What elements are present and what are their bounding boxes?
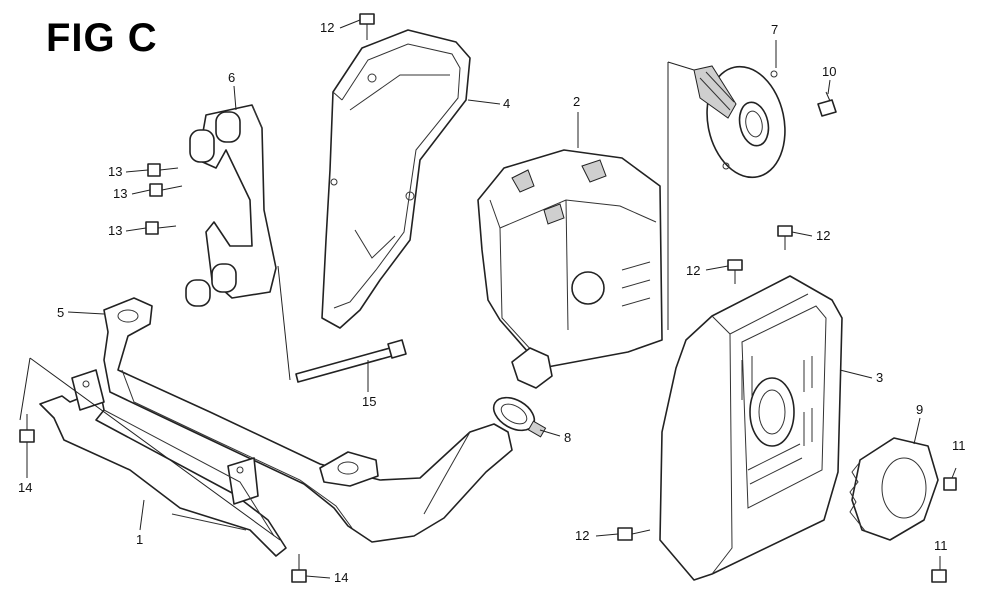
bolt-13-c	[145, 221, 177, 235]
bolt-11-bottom	[931, 569, 947, 583]
part-4-muffler-protector	[321, 29, 471, 329]
part-1-muffler-stay	[39, 369, 287, 557]
bolt-13-a	[147, 163, 179, 177]
bolt-11-right	[943, 477, 957, 491]
callout-12-right: 12	[816, 228, 830, 243]
callout-14-left: 14	[18, 480, 32, 495]
callout-4: 4	[503, 96, 510, 111]
callout-7: 7	[771, 22, 778, 37]
part-5-exhaust-pipe	[103, 297, 513, 543]
callout-13-c: 13	[108, 223, 122, 238]
part-15-long-bolt	[295, 339, 407, 383]
callout-labels: 1 2 3 4 5 6 7 8 9 10 11 11 12 12 12 12 1…	[18, 20, 966, 585]
callout-9: 9	[916, 402, 923, 417]
part-10-bolt	[817, 91, 837, 117]
callout-5: 5	[57, 305, 64, 320]
callout-12-middle: 12	[686, 263, 700, 278]
callout-11-right: 11	[952, 438, 966, 453]
part-9-deflector-cap	[849, 437, 939, 541]
part-2-muffler	[477, 149, 663, 389]
part-8-clamp	[492, 396, 547, 438]
bolt-12-bottom	[617, 527, 651, 541]
callout-13-b: 13	[113, 186, 127, 201]
callout-14-bottom: 14	[334, 570, 348, 585]
callout-8: 8	[564, 430, 571, 445]
callout-12-top: 12	[320, 20, 334, 35]
bolt-14-left	[19, 414, 35, 443]
part-7-spark-arrester-plate	[693, 65, 786, 179]
callout-15: 15	[362, 394, 376, 409]
bolt-12-middle	[727, 259, 743, 284]
bolt-12-right	[777, 225, 793, 250]
callout-10: 10	[822, 64, 836, 79]
leader-lines	[19, 40, 921, 541]
callout-11-bottom: 11	[934, 538, 948, 553]
callout-6: 6	[228, 70, 235, 85]
callout-12-bottom: 12	[575, 528, 589, 543]
bolt-13-b	[149, 183, 183, 197]
callout-3: 3	[876, 370, 883, 385]
callout-13-a: 13	[108, 164, 122, 179]
bolt-14-bottom	[291, 554, 307, 583]
bolt-12-top	[359, 13, 375, 40]
bolt-leaders	[26, 19, 957, 579]
callout-1: 1	[136, 532, 143, 547]
part-3-muffler-cover	[659, 275, 843, 581]
figure-title: FIG C	[46, 16, 158, 60]
callout-2: 2	[573, 94, 580, 109]
part-6-muffler-bracket	[185, 104, 277, 307]
